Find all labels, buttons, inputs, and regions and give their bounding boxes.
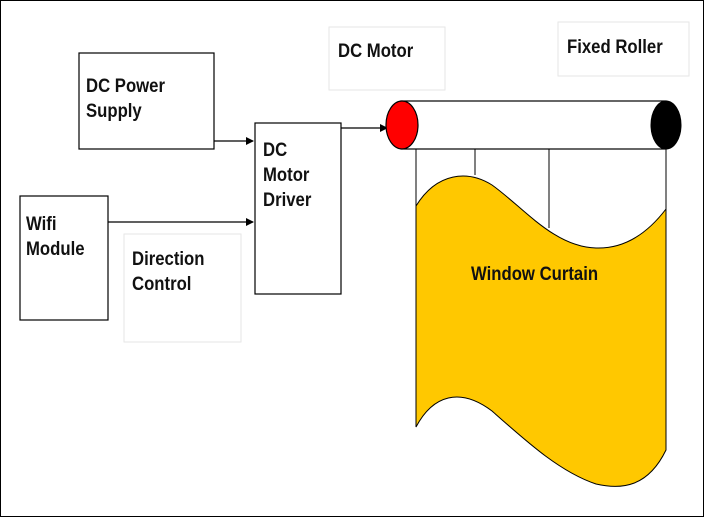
direction-control-label: Direction Control: [132, 249, 205, 295]
direction-control-label-box: [123, 233, 242, 343]
dc-power-supply-block: [78, 52, 215, 150]
window-curtain-label: Window Curtain: [471, 264, 599, 285]
dc-motor-driver-block: [254, 122, 342, 295]
roller-end-cap: [650, 100, 682, 150]
window-curtain: [415, 175, 667, 487]
dc-power-supply-label: DC Power Supply: [86, 76, 165, 122]
dc-motor-label: DC Motor: [338, 41, 414, 62]
roller-body: [400, 100, 667, 150]
wifi-module-block: [19, 195, 109, 321]
wifi-module-label: Wifi Module: [26, 214, 85, 260]
fixed-roller-label: Fixed Roller: [567, 37, 663, 58]
dc-motor-label-box: [328, 26, 446, 91]
dc-motor-cap: [385, 100, 419, 150]
fixed-roller-label-box: [557, 21, 690, 77]
dc-motor-driver-label: DC Motor Driver: [263, 140, 312, 211]
